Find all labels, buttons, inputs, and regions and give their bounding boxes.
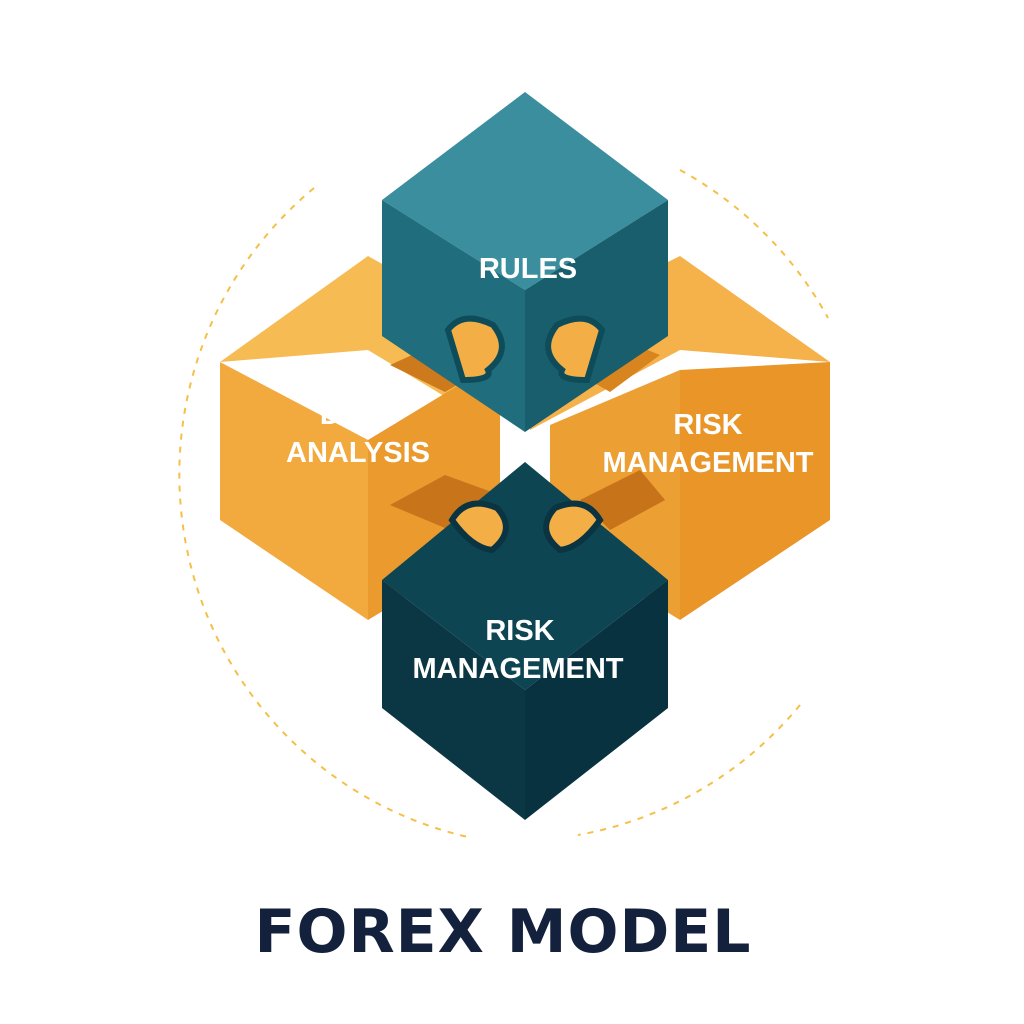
dashed-ring-right xyxy=(679,169,829,319)
top-block-label: RULES xyxy=(479,253,577,285)
right-block-line1: RISK xyxy=(673,409,742,441)
page-title: FOREX MODEL xyxy=(254,897,751,967)
bottom-block-line1: RISK xyxy=(485,615,554,647)
cube-rules: RULES xyxy=(382,92,668,432)
left-block-line1: DATA xyxy=(320,399,396,431)
bottom-block-line2: MANAGEMENT xyxy=(412,653,623,685)
dashed-ring-bottom-right xyxy=(577,704,801,836)
cube-risk-management-bottom: RISK MANAGEMENT xyxy=(382,462,668,820)
right-block-line2: MANAGEMENT xyxy=(602,447,813,479)
left-block-line2: ANALYSIS xyxy=(286,437,430,469)
